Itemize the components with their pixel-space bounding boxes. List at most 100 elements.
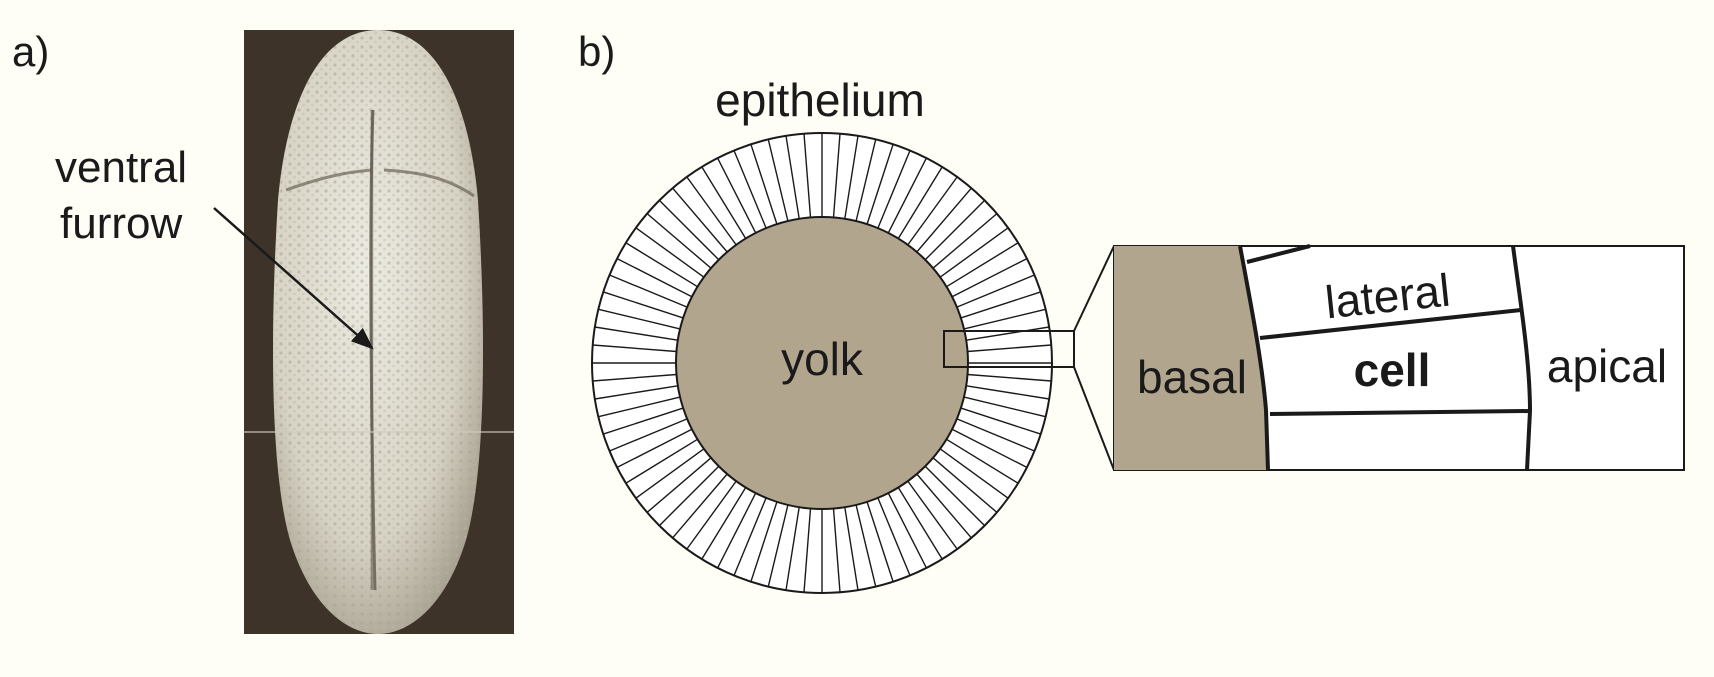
epithelial-cell-wall (598, 396, 681, 418)
embryo-cross-section: yolk (591, 132, 1075, 594)
epithelial-cell-wall (877, 150, 911, 229)
epithelial-cell-wall (932, 457, 998, 513)
epithelial-cell-wall (625, 242, 698, 288)
epithelial-cell-wall (616, 257, 693, 298)
epithelial-cell-wall (946, 438, 1019, 484)
epithelial-cell-wall (672, 187, 728, 253)
epithelium-label: epithelium (715, 74, 925, 126)
yolk-label: yolk (781, 333, 864, 385)
panel-a-label: a) (12, 28, 49, 75)
epithelial-cell-wall (907, 480, 958, 550)
apical-label: apical (1547, 340, 1667, 392)
epithelial-cell-wall (609, 274, 688, 308)
epithelial-cell-wall (733, 150, 767, 229)
epithelial-cell-wall (625, 438, 698, 484)
epithelial-cell-wall (855, 504, 877, 587)
zoom-region-box (943, 330, 1075, 368)
epithelial-cell-wall (844, 507, 859, 591)
epithelial-cell-wall (635, 448, 705, 499)
ventral-furrow-line (369, 109, 377, 591)
lateral-wall-upper (1246, 244, 1311, 264)
annotation-ventral: ventral (55, 143, 187, 192)
epithelial-cell-wall (767, 139, 789, 222)
epithelial-cell-wall (951, 257, 1028, 298)
epithelial-cell-wall (686, 176, 737, 246)
epithelial-cell-wall (767, 504, 789, 587)
epithelial-cell-wall (716, 157, 757, 234)
epithelial-cell-wall (750, 501, 778, 582)
epithelial-cell-wall (785, 507, 800, 591)
epithelial-cell-wall (603, 407, 684, 435)
epithelial-cell-wall (897, 487, 943, 560)
zoom-connector-bottom (1073, 366, 1115, 471)
epithelial-cell-wall (956, 274, 1035, 308)
epithelial-cell-wall (635, 227, 705, 278)
epithelial-cell-wall (951, 428, 1028, 469)
epithelial-cell-wall (701, 487, 747, 560)
epithelial-cell-wall (646, 457, 712, 513)
epithelial-cell-wall (963, 396, 1046, 418)
epithelial-cell-wall (646, 213, 712, 269)
epithelial-cell-wall (939, 227, 1009, 278)
epithelial-cell-wall (686, 480, 737, 550)
lateral-wall-lower (1269, 409, 1531, 416)
epithelial-cell-wall (966, 385, 1050, 400)
epithelial-cell-wall (658, 465, 720, 527)
epithelial-cell-wall (916, 473, 972, 539)
epithelial-cell-wall (956, 418, 1035, 452)
epithelial-cell-wall (907, 176, 958, 246)
epithelial-cell-wall (887, 492, 928, 569)
panel-b-label: b) (578, 28, 615, 75)
epithelial-cell-wall (897, 166, 943, 239)
epithelial-cell-wall (855, 139, 877, 222)
epithelial-cell-wall (750, 144, 778, 225)
epithelial-cell-wall (785, 135, 800, 219)
epithelial-cell-wall (716, 492, 757, 569)
annotation-furrow: furrow (60, 199, 182, 248)
epithelial-cell-wall (803, 508, 812, 593)
epithelial-cell-wall (877, 497, 911, 576)
epithelial-cell-wall (832, 133, 841, 218)
epithelial-cell-wall (701, 166, 747, 239)
cell-inset: basal lateral cell apical (1113, 244, 1685, 471)
epithelial-cell-wall (609, 418, 688, 452)
epithelial-cell-wall (916, 187, 972, 253)
epithelial-cell-wall (966, 326, 1050, 341)
epithelial-cell-wall (939, 448, 1009, 499)
epithelial-cell-wall (672, 473, 728, 539)
epithelial-cell-wall (598, 308, 681, 330)
epithelial-cell-wall (887, 157, 928, 234)
epithelial-cell-wall (967, 373, 1052, 382)
epithelial-cell-wall (967, 344, 1052, 353)
cephalic-fold (285, 168, 475, 198)
epithelial-cell-wall (924, 199, 986, 261)
epithelial-cell-wall (866, 501, 894, 582)
basal-boundary (1238, 245, 1270, 471)
epithelial-cell-wall (616, 428, 693, 469)
epithelial-cell-wall (832, 508, 841, 593)
cell-label: cell (1354, 344, 1431, 396)
zoom-connector-top (1073, 245, 1115, 332)
epithelial-cell-wall (803, 133, 812, 218)
epithelial-cell-wall (924, 465, 986, 527)
epithelial-cell-wall (592, 344, 677, 353)
epithelial-cell-wall (733, 497, 767, 576)
epithelial-cell-wall (594, 326, 678, 341)
epithelial-cell-wall (960, 291, 1041, 319)
epithelial-cell-wall (594, 385, 678, 400)
epithelial-cell-wall (603, 291, 684, 319)
epithelial-cell-wall (946, 242, 1019, 288)
annotation-arrow (213, 207, 374, 350)
yolk-core (675, 216, 969, 510)
epithelial-cell-wall (866, 144, 894, 225)
basal-yolk-region (1114, 246, 1268, 470)
epithelial-cell-wall (658, 199, 720, 261)
epithelium-cell-walls (592, 133, 1052, 593)
epithelial-cell-wall (844, 135, 859, 219)
epithelial-cell-wall (592, 373, 677, 382)
lateral-wall-middle (1259, 308, 1522, 340)
apical-boundary (1511, 245, 1533, 471)
embryo-photo (244, 30, 514, 634)
